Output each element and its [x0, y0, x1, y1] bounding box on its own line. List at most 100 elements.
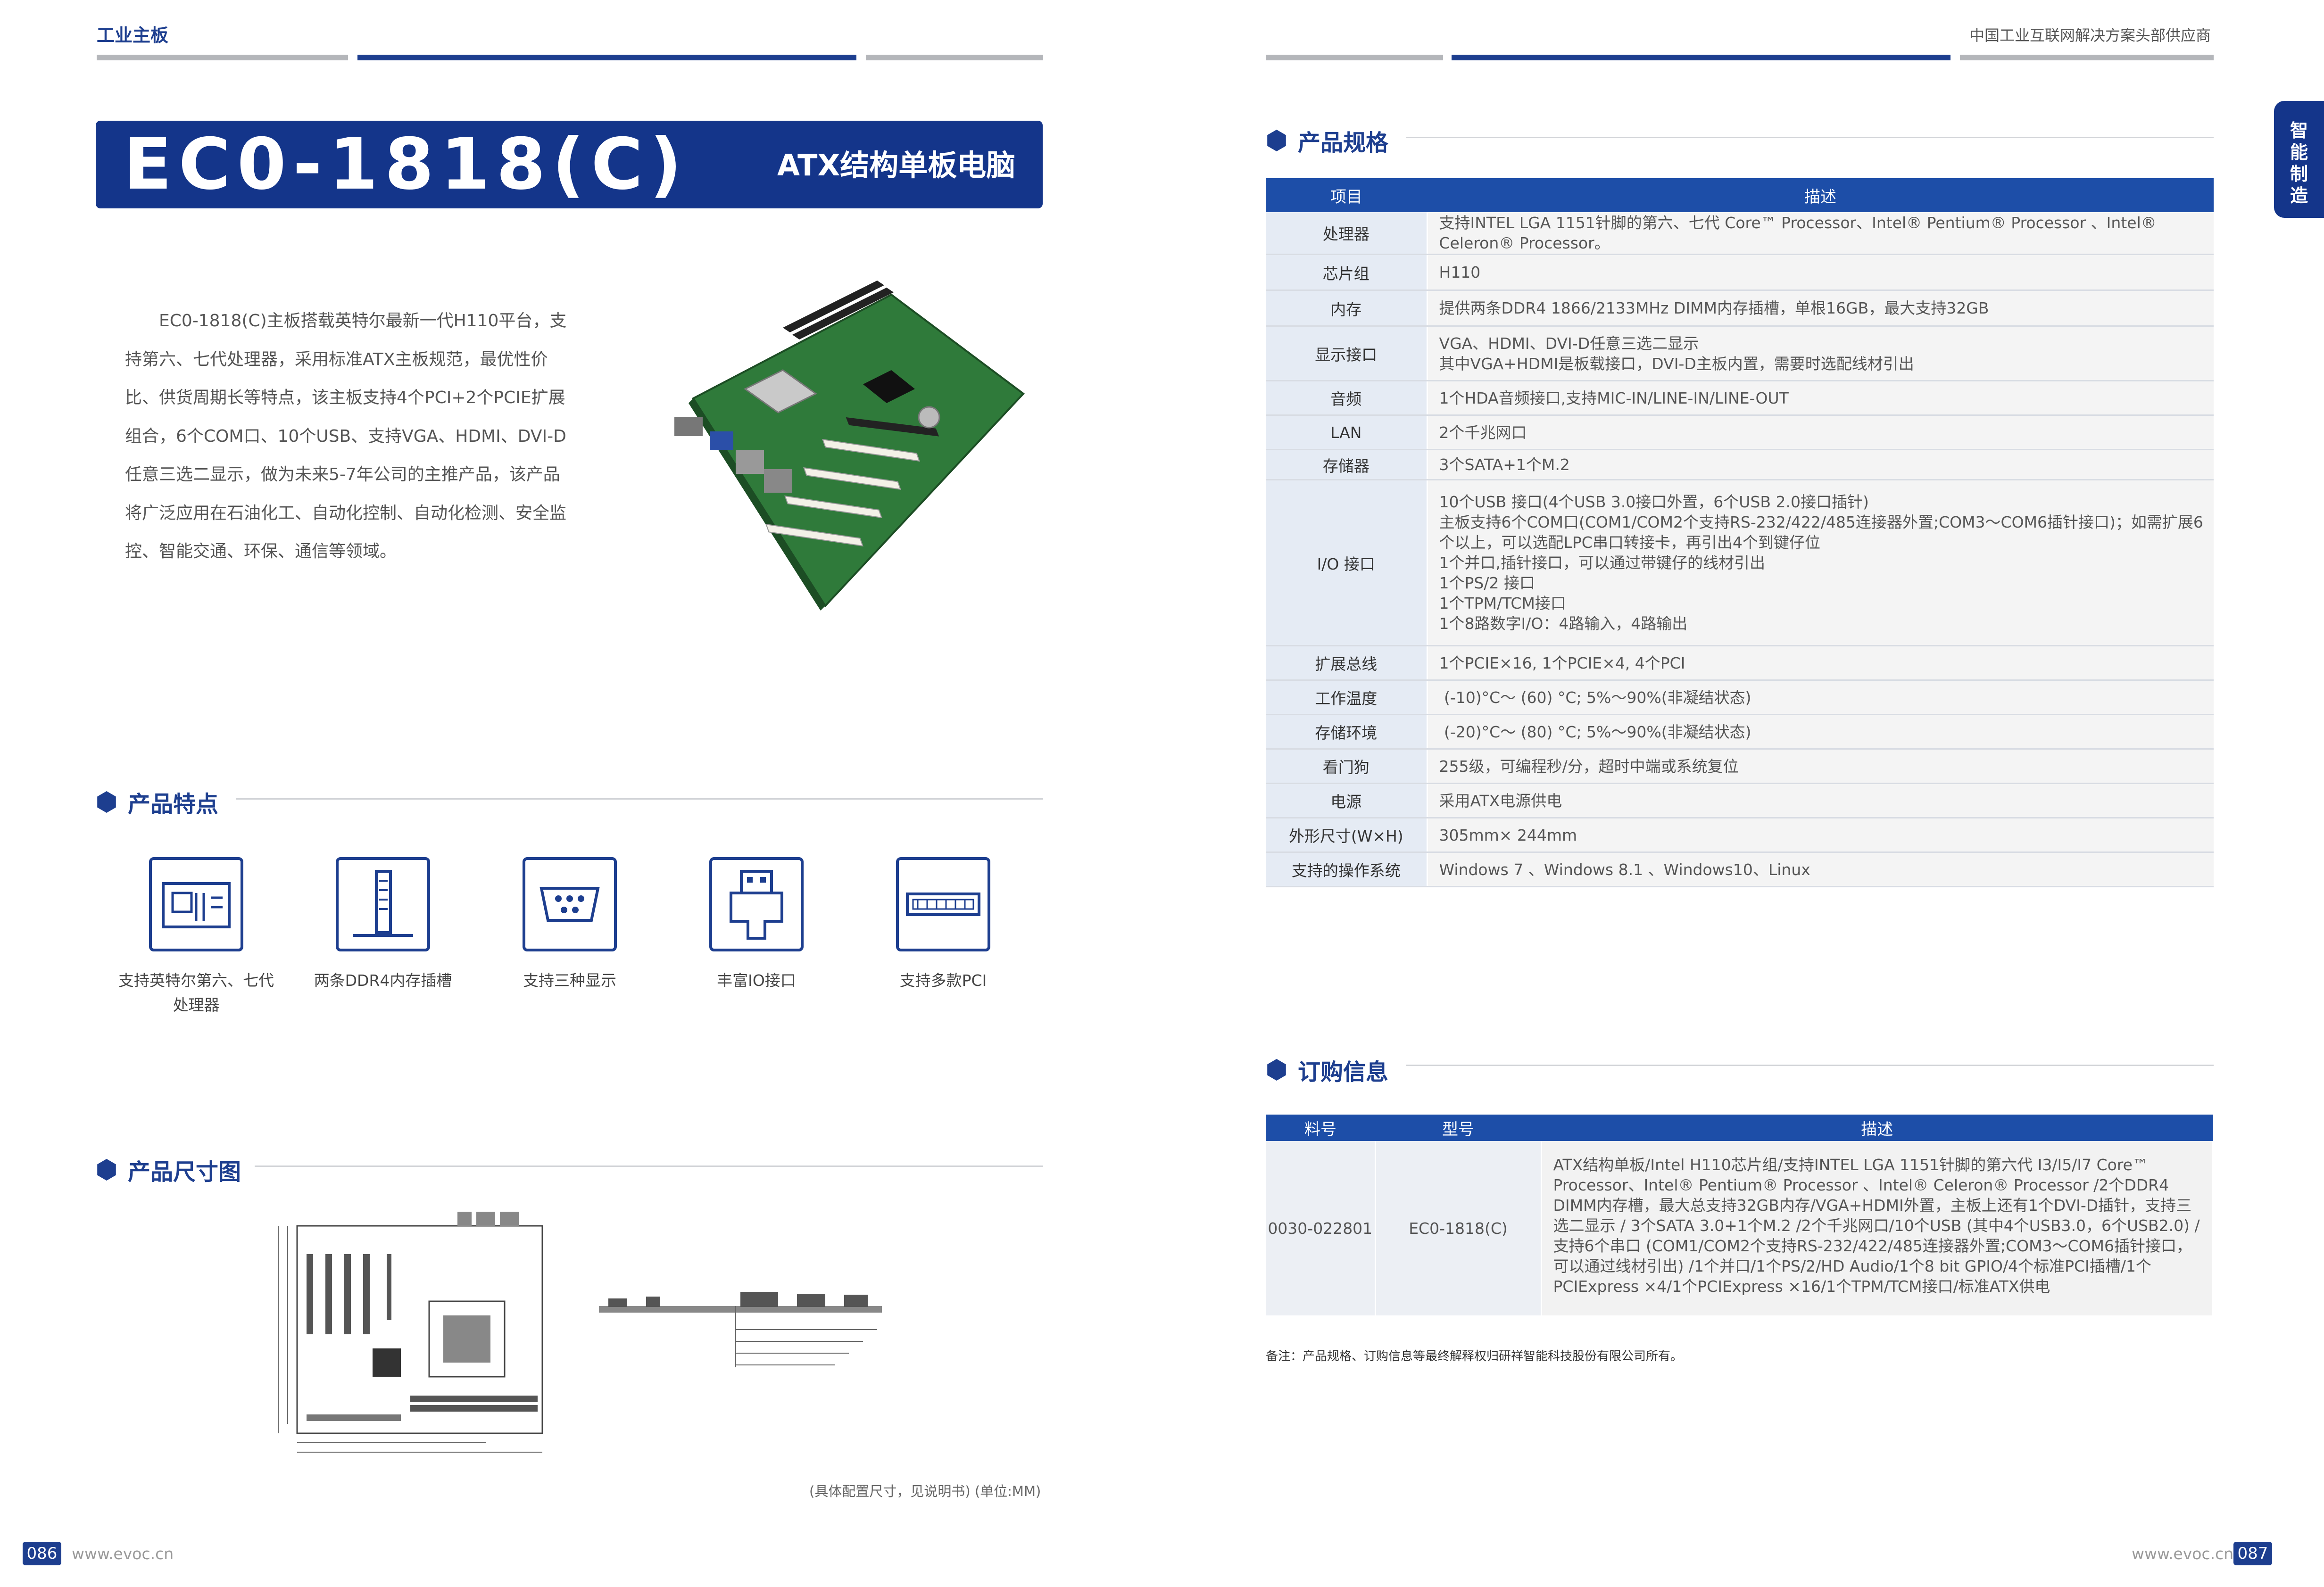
model-number: EC0-1818(C) [1375, 1141, 1542, 1315]
display-port-icon [523, 857, 617, 951]
memory-slot-icon [336, 857, 430, 951]
spec-value: 支持INTEL LGA 1151针脚的第六、七代 Core™ Processor… [1427, 212, 2214, 255]
product-model-title: EC0-1818(C) [124, 124, 689, 206]
spec-value: 1个PCIE×16, 1个PCIE×4, 4个PCI [1427, 645, 2214, 681]
spec-key: 存储环境 [1266, 714, 1428, 750]
spec-key: 芯片组 [1266, 254, 1428, 291]
spec-value: 1个HDA音频接口,支持MIC-IN/LINE-IN/LINE-OUT [1427, 380, 2214, 416]
header-divider [97, 55, 348, 60]
hexagon-icon [97, 1159, 116, 1181]
board-top-view-drawing [250, 1207, 561, 1471]
spec-key: LAN [1266, 415, 1428, 450]
pci-card-icon [896, 857, 990, 951]
spec-key: 看门狗 [1266, 749, 1428, 784]
part-number: 0030-022801 [1266, 1141, 1376, 1315]
page-number-left: 086 [23, 1542, 61, 1565]
cpu-board-icon [149, 857, 243, 951]
product-title-banner [96, 121, 1043, 208]
col-item-header: 项目 [1266, 178, 1427, 212]
usb-plug-icon [709, 857, 804, 951]
spec-key: 内存 [1266, 290, 1428, 327]
spec-key: 工作温度 [1266, 680, 1428, 715]
section-divider [236, 798, 1043, 800]
motherboard-photo [627, 276, 1028, 615]
spec-table-header: 项目 描述 [1266, 178, 2214, 212]
spec-value: Windows 7 、Windows 8.1 、Windows10、Linux [1427, 852, 2214, 887]
spec-value: (-20)°C～ (80) °C; 5%～90%(非凝结状态) [1427, 714, 2214, 750]
hexagon-icon [97, 791, 116, 813]
col-model-header: 型号 [1375, 1115, 1541, 1141]
disclaimer-note: 备注：产品规格、订购信息等最终解释权归研祥智能科技股份有限公司所有。 [1266, 1349, 1683, 1364]
table-row: 电源采用ATX电源供电 [1266, 783, 2214, 818]
spec-value: 255级，可编程秒/分，超时中端或系统复位 [1427, 749, 2214, 784]
board-side-view-drawing [599, 1292, 891, 1386]
section-title: 工业主板 [97, 25, 169, 46]
spec-value: VGA、HDMI、DVI-D任意三选二显示 其中VGA+HDMI是板载接口，DV… [1427, 326, 2214, 381]
spec-value: 提供两条DDR4 1866/2133MHz DIMM内存插槽，单根16GB，最大… [1427, 290, 2214, 327]
dimensions-heading: 产品尺寸图 [96, 1153, 241, 1186]
table-row: 0030-022801 EC0-1818(C) ATX结构单板/Intel H1… [1266, 1141, 2214, 1315]
ordering-heading: 订购信息 [1266, 1053, 1388, 1086]
spec-key: 处理器 [1266, 212, 1428, 255]
feature-label: 两条DDR4内存插槽 [314, 971, 452, 990]
page-number-right: 087 [2233, 1542, 2272, 1565]
header-divider [1960, 55, 2214, 60]
table-row: 工作温度 (-10)°C～ (60) °C; 5%～90%(非凝结状态) [1266, 680, 2214, 715]
hexagon-icon [1267, 130, 1286, 151]
col-part-header: 料号 [1266, 1115, 1375, 1141]
order-description: ATX结构单板/Intel H110芯片组/支持INTEL LGA 1151针脚… [1541, 1141, 2214, 1315]
website-url: www.evoc.cn [72, 1545, 174, 1563]
header-divider [1452, 55, 1950, 60]
dimension-note: (具体配置尺寸，见说明书) (单位:MM) [809, 1483, 1041, 1499]
features-heading: 产品特点 [96, 785, 218, 818]
specs-heading: 产品规格 [1266, 124, 1388, 157]
product-intro: EC0-1818(C)主板搭载英特尔最新一代H110平台，支持第六、七代处理器，… [125, 311, 567, 561]
spec-value: 2个千兆网口 [1427, 415, 2214, 450]
hexagon-icon [1267, 1059, 1286, 1081]
header-divider [357, 55, 856, 60]
spec-value: 采用ATX电源供电 [1427, 783, 2214, 818]
feature-label: 支持英特尔第六、七代处理器 [118, 971, 274, 1014]
spec-key: 音频 [1266, 380, 1428, 416]
section-divider [1406, 137, 2214, 138]
table-row: 内存提供两条DDR4 1866/2133MHz DIMM内存插槽，单根16GB，… [1266, 290, 2214, 327]
spec-table: 项目 描述 处理器支持INTEL LGA 1151针脚的第六、七代 Core™ … [1266, 178, 2214, 887]
spec-value: (-10)°C～ (60) °C; 5%～90%(非凝结状态) [1427, 680, 2214, 715]
feature-label: 丰富IO接口 [717, 971, 796, 990]
spec-value: 305mm× 244mm [1427, 818, 2214, 853]
ordering-table-header: 料号 型号 描述 [1266, 1115, 2213, 1141]
spec-key: 支持的操作系统 [1266, 852, 1428, 887]
spec-key: 存储器 [1266, 449, 1428, 480]
section-divider [255, 1165, 1043, 1167]
spec-value: 3个SATA+1个M.2 [1427, 449, 2214, 480]
header-divider [1266, 55, 1443, 60]
table-row: 存储环境 (-20)°C～ (80) °C; 5%～90%(非凝结状态) [1266, 714, 2214, 750]
spec-key: 外形尺寸(W×H) [1266, 818, 1428, 853]
spec-key: 显示接口 [1266, 326, 1428, 381]
category-side-tab: 智能制造 [2274, 101, 2324, 218]
website-url: www.evoc.cn [2132, 1545, 2234, 1563]
feature-label: 支持多款PCI [899, 971, 987, 990]
col-desc-header: 描述 [1541, 1115, 2213, 1141]
spec-key: 电源 [1266, 783, 1428, 818]
spec-key: I/O 接口 [1266, 479, 1428, 646]
feature-label: 支持三种显示 [523, 971, 616, 990]
table-row: 处理器支持INTEL LGA 1151针脚的第六、七代 Core™ Proces… [1266, 212, 2214, 255]
col-desc-header: 描述 [1427, 178, 2214, 212]
spec-value: 10个USB 接口(4个USB 3.0接口外置，6个USB 2.0接口插针) 主… [1427, 479, 2214, 646]
ordering-table: 料号 型号 描述 0030-022801 EC0-1818(C) ATX结构单板… [1266, 1115, 2214, 1315]
header-divider [866, 55, 1043, 60]
company-tagline: 中国工业互联网解决方案头部供应商 [1969, 26, 2211, 44]
product-subtitle: ATX结构单板电脑 [777, 148, 1016, 182]
spec-key: 扩展总线 [1266, 645, 1428, 681]
table-row: 外形尺寸(W×H)305mm× 244mm [1266, 818, 2214, 853]
